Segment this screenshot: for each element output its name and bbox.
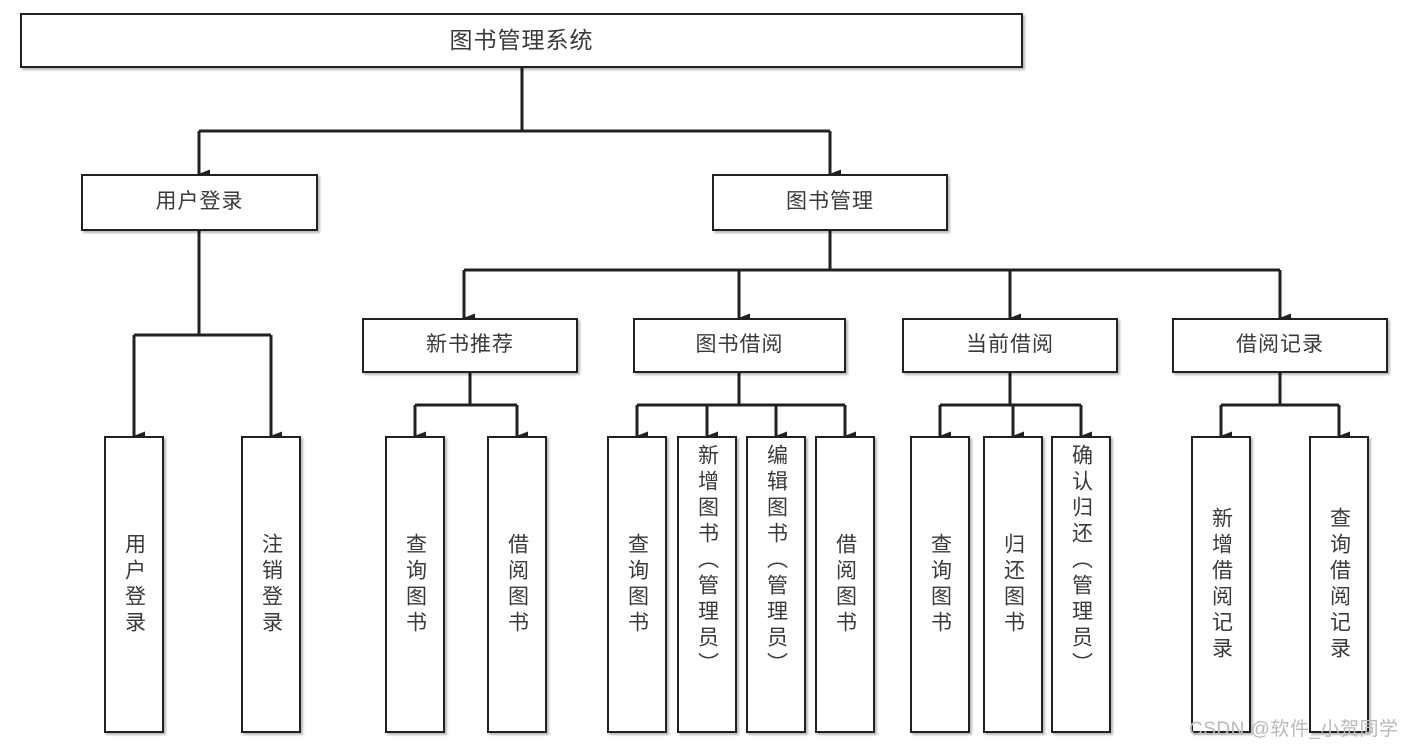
node-root[interactable]: 图书管理系统 <box>20 13 1023 68</box>
node-borrow-record[interactable]: 借阅记录 <box>1172 318 1388 373</box>
leaf-inner: 新增借阅记录 <box>1193 438 1249 731</box>
node-leaf-logout-label: 注销登录 <box>259 532 283 637</box>
node-leaf-confirm-return[interactable]: 确认归还（管理员） <box>1051 436 1111 733</box>
node-leaf-borrow-book-1[interactable]: 借阅图书 <box>487 436 547 733</box>
node-leaf-confirm-return-label: 确认归还（管理员） <box>1069 444 1093 678</box>
node-user-login-label: 用户登录 <box>155 190 244 214</box>
node-leaf-add-book[interactable]: 新增图书（管理员） <box>677 436 737 733</box>
node-leaf-add-record[interactable]: 新增借阅记录 <box>1191 436 1251 733</box>
watermark-text: CSDN @软件_小贺同学 <box>1189 719 1399 740</box>
node-leaf-query-book-1[interactable]: 查询图书 <box>385 436 445 733</box>
leaf-inner: 编辑图书（管理员） <box>748 438 804 731</box>
node-leaf-edit-book[interactable]: 编辑图书（管理员） <box>746 436 806 733</box>
node-current-borrow-label: 当前借阅 <box>966 333 1054 357</box>
node-leaf-return-book-label: 归还图书 <box>1001 532 1025 637</box>
node-leaf-query-book-2-label: 查询图书 <box>625 532 649 637</box>
node-leaf-user-login-label: 用户登录 <box>122 532 146 637</box>
leaf-inner: 借阅图书 <box>489 438 545 731</box>
node-current-borrow[interactable]: 当前借阅 <box>902 318 1118 373</box>
node-leaf-query-book-1-label: 查询图书 <box>403 532 427 637</box>
leaf-inner: 查询图书 <box>609 438 665 731</box>
leaf-inner: 新增图书（管理员） <box>679 438 735 731</box>
node-book-borrow[interactable]: 图书借阅 <box>633 318 846 373</box>
node-leaf-query-book-2[interactable]: 查询图书 <box>607 436 667 733</box>
leaf-inner: 查询借阅记录 <box>1311 438 1367 731</box>
node-leaf-borrow-book-1-label: 借阅图书 <box>505 532 529 637</box>
node-leaf-query-book-3-label: 查询图书 <box>928 532 952 637</box>
node-leaf-add-book-label: 新增图书（管理员） <box>695 444 719 678</box>
node-leaf-query-record-label: 查询借阅记录 <box>1327 506 1351 663</box>
node-leaf-query-book-3[interactable]: 查询图书 <box>910 436 970 733</box>
node-leaf-edit-book-label: 编辑图书（管理员） <box>764 444 788 678</box>
node-borrow-record-label: 借阅记录 <box>1236 333 1324 357</box>
node-leaf-add-record-label: 新增借阅记录 <box>1209 506 1233 663</box>
leaf-inner: 用户登录 <box>106 438 162 731</box>
leaf-inner: 查询图书 <box>912 438 968 731</box>
connector-lines <box>132 68 1350 441</box>
node-leaf-query-record[interactable]: 查询借阅记录 <box>1309 436 1369 733</box>
node-new-book-rec-label: 新书推荐 <box>426 333 514 357</box>
node-user-login[interactable]: 用户登录 <box>81 174 318 231</box>
node-leaf-borrow-book-2[interactable]: 借阅图书 <box>815 436 875 733</box>
node-leaf-borrow-book-2-label: 借阅图书 <box>833 532 857 637</box>
node-leaf-return-book[interactable]: 归还图书 <box>983 436 1043 733</box>
leaf-inner: 借阅图书 <box>817 438 873 731</box>
node-book-borrow-label: 图书借阅 <box>695 333 784 357</box>
node-book-manage-label: 图书管理 <box>786 190 874 214</box>
leaf-inner: 查询图书 <box>387 438 443 731</box>
leaf-inner: 注销登录 <box>243 438 299 731</box>
leaf-inner: 归还图书 <box>985 438 1041 731</box>
node-book-manage[interactable]: 图书管理 <box>712 174 948 231</box>
node-new-book-rec[interactable]: 新书推荐 <box>362 318 578 373</box>
node-leaf-logout[interactable]: 注销登录 <box>241 436 301 733</box>
leaf-inner: 确认归还（管理员） <box>1053 438 1109 731</box>
node-root-label: 图书管理系统 <box>449 26 594 53</box>
node-leaf-user-login[interactable]: 用户登录 <box>104 436 164 733</box>
